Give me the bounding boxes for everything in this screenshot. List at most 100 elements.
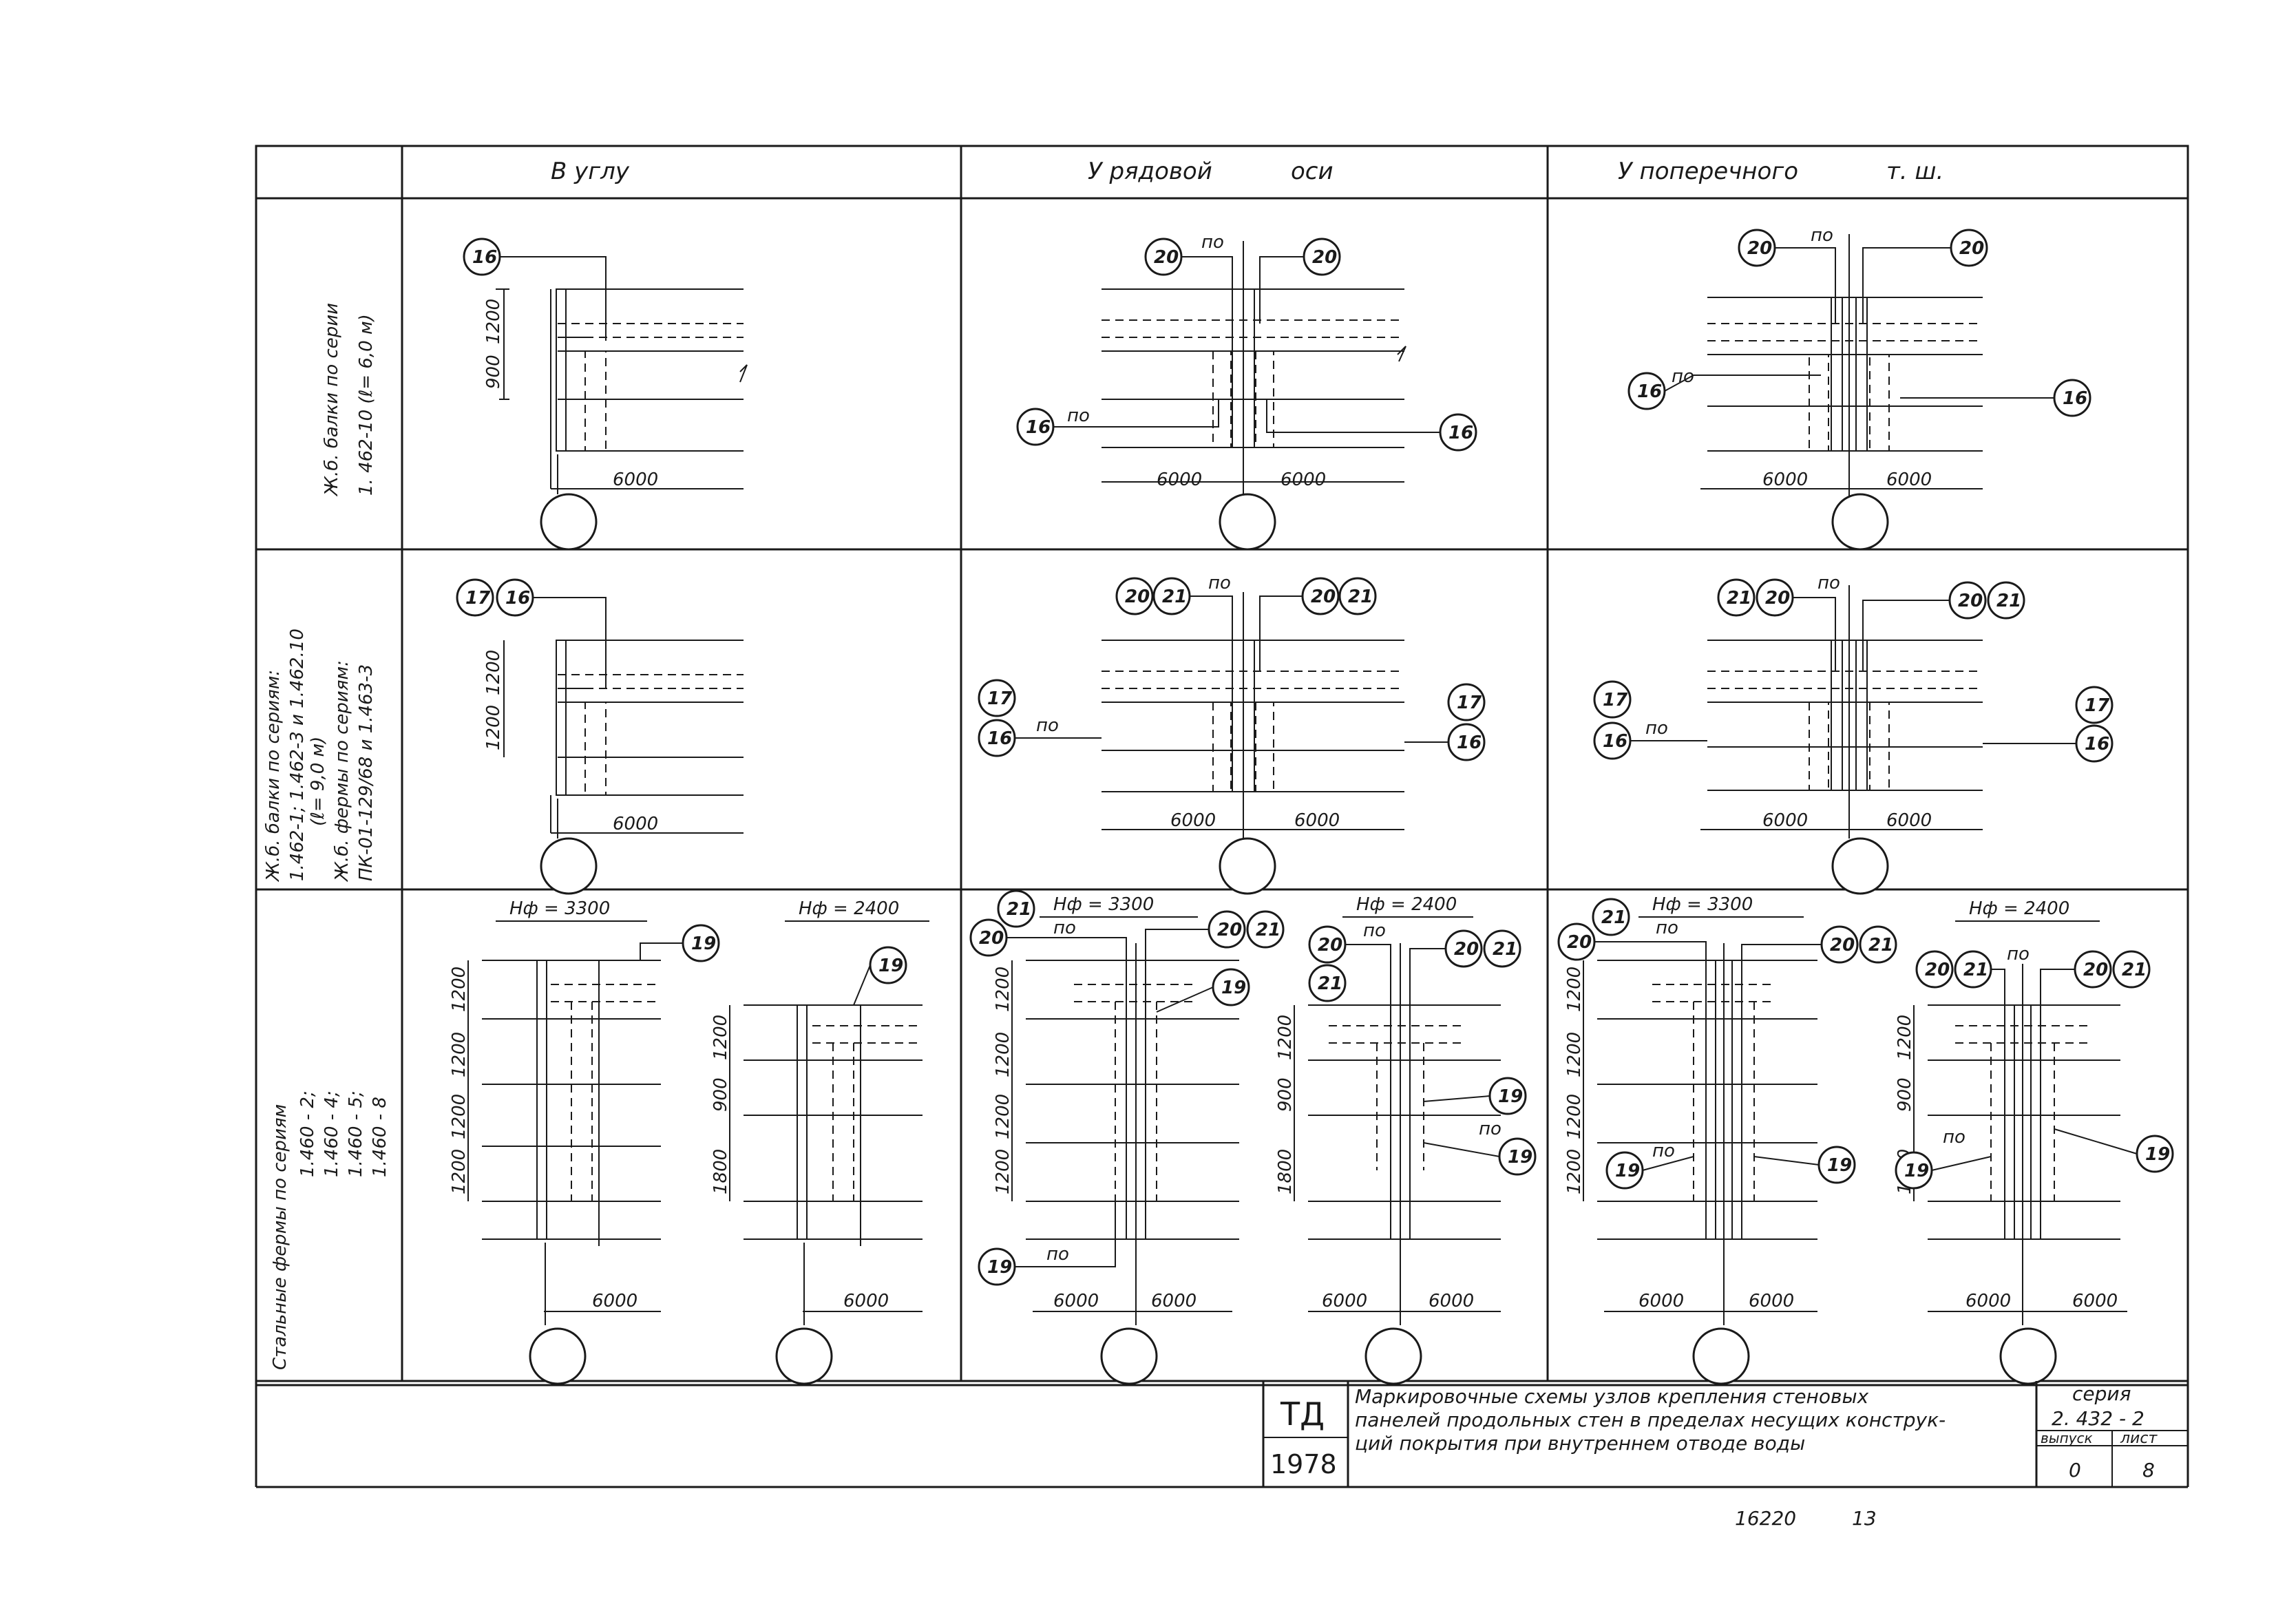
svg-text:16: 16 <box>1637 381 1662 402</box>
svg-text:по: по <box>1672 366 1694 387</box>
svg-text:6000: 6000 <box>1280 470 1326 490</box>
svg-text:1.460 - 5;: 1.460 - 5; <box>346 1090 366 1177</box>
svg-text:20: 20 <box>1958 591 1983 611</box>
svg-text:16: 16 <box>2085 734 2109 755</box>
svg-text:1200: 1200 <box>483 299 504 344</box>
svg-text:16: 16 <box>505 588 530 609</box>
svg-text:6000: 6000 <box>1294 810 1340 831</box>
svg-text:17: 17 <box>2085 695 2110 716</box>
svg-text:17: 17 <box>1457 693 1482 713</box>
svg-text:21: 21 <box>1868 935 1893 956</box>
svg-text:1200: 1200 <box>449 1149 470 1194</box>
svg-text:по: по <box>1053 918 1076 938</box>
header-cross-b: т. ш. <box>1886 158 1943 185</box>
title-line-1: Маркировочные схемы узлов крепления стен… <box>1355 1385 1869 1408</box>
svg-text:1200: 1200 <box>449 1094 470 1139</box>
svg-text:20: 20 <box>1925 960 1950 980</box>
svg-text:1200: 1200 <box>1564 967 1585 1012</box>
svg-text:16: 16 <box>2063 388 2087 409</box>
issue-value: 0 <box>2069 1459 2081 1481</box>
svg-text:Ж.б. балки по серии: Ж.б. балки по серии <box>322 303 342 497</box>
sheet-value: 8 <box>2142 1459 2155 1481</box>
svg-text:19: 19 <box>878 956 903 976</box>
node-r3-cross-2400: Нф = 2400 1200 900 1800 6000 6000 20 21 … <box>1895 898 2174 1385</box>
svg-text:6000: 6000 <box>1886 810 1932 831</box>
svg-text:1200: 1200 <box>993 967 1013 1012</box>
row-label-1: Ж.б. балки по серии 1. 462-10 (ℓ= 6,0 м) <box>322 303 377 497</box>
svg-text:21: 21 <box>1963 960 1988 980</box>
svg-text:ПК-01-129/68 и 1.463-3: ПК-01-129/68 и 1.463-3 <box>356 664 377 881</box>
svg-text:21: 21 <box>1348 587 1373 607</box>
svg-text:Нф = 3300: Нф = 3300 <box>1053 894 1154 915</box>
svg-text:по: по <box>1479 1119 1501 1139</box>
svg-text:19: 19 <box>1615 1161 1640 1181</box>
svg-text:по: по <box>2007 944 2030 964</box>
svg-text:21: 21 <box>1318 973 1342 994</box>
svg-text:16: 16 <box>1457 732 1482 753</box>
svg-text:6000: 6000 <box>843 1291 889 1311</box>
node-r3-row-axis-2400: Нф = 2400 1200 900 1800 6000 6000 20 21 … <box>1275 894 1537 1385</box>
svg-text:6000: 6000 <box>2072 1291 2118 1311</box>
svg-text:1. 462-10 (ℓ= 6,0 м): 1. 462-10 (ℓ= 6,0 м) <box>356 314 377 496</box>
node-r1-cross: 6000 6000 20 по 20 16 по 16 <box>1627 225 2091 551</box>
svg-text:20: 20 <box>1311 587 1336 607</box>
svg-text:1.462-1; 1.462-3 и 1.462.10: 1.462-1; 1.462-3 и 1.462.10 <box>287 629 308 881</box>
svg-text:17: 17 <box>987 688 1013 709</box>
svg-text:по: по <box>1201 232 1224 253</box>
svg-text:6000: 6000 <box>1762 470 1808 490</box>
svg-text:19: 19 <box>1827 1155 1852 1176</box>
svg-text:6000: 6000 <box>1749 1291 1794 1311</box>
svg-text:6000: 6000 <box>1886 470 1932 490</box>
svg-text:по: по <box>1943 1127 1965 1148</box>
svg-text:6000: 6000 <box>1157 470 1202 490</box>
td-mark: ТД <box>1280 1395 1325 1433</box>
svg-text:по: по <box>1046 1244 1069 1265</box>
svg-text:19: 19 <box>1904 1161 1929 1181</box>
svg-text:20: 20 <box>1959 238 1984 259</box>
svg-text:16: 16 <box>987 728 1012 749</box>
header-corner: В углу <box>551 158 630 185</box>
svg-text:1800: 1800 <box>710 1149 731 1194</box>
svg-text:1.460 - 2;: 1.460 - 2; <box>297 1090 318 1177</box>
svg-text:17: 17 <box>465 588 491 609</box>
footer-num: 13 <box>1852 1507 1877 1530</box>
svg-text:6000: 6000 <box>1322 1291 1367 1311</box>
svg-text:20: 20 <box>1125 587 1150 607</box>
series-label: серия <box>2072 1382 2131 1405</box>
svg-text:Нф = 2400: Нф = 2400 <box>799 898 899 919</box>
svg-text:20: 20 <box>1830 935 1855 956</box>
svg-text:20: 20 <box>1154 247 1179 268</box>
svg-text:19: 19 <box>691 934 716 954</box>
svg-text:1200: 1200 <box>1895 1015 1915 1060</box>
svg-text:900: 900 <box>1895 1077 1915 1112</box>
svg-text:по: по <box>1656 918 1678 938</box>
svg-text:по: по <box>1208 573 1231 593</box>
svg-text:20: 20 <box>1747 238 1772 259</box>
header-row-axis-b: оси <box>1291 158 1334 185</box>
svg-text:20: 20 <box>1567 932 1592 953</box>
svg-text:1200: 1200 <box>993 1094 1013 1139</box>
svg-text:20: 20 <box>1454 939 1479 960</box>
node-r1-row-axis: 6000 6000 20 по 20 16 по 16 <box>1016 232 1477 551</box>
svg-text:Ж.б. фермы по сериям:: Ж.б. фермы по сериям: <box>332 660 352 883</box>
series-value: 2. 432 - 2 <box>2052 1407 2144 1430</box>
year: 1978 <box>1270 1449 1337 1479</box>
svg-text:(ℓ= 9,0 м): (ℓ= 9,0 м) <box>308 737 328 826</box>
title-line-3: ций покрытия при внутреннем отводе воды <box>1355 1432 1805 1455</box>
row-label-3: Стальные фермы по сериям 1.460 - 2; 1.46… <box>270 1090 390 1370</box>
svg-text:21: 21 <box>1256 920 1280 940</box>
svg-text:16: 16 <box>1026 417 1051 438</box>
svg-text:20: 20 <box>979 928 1004 949</box>
svg-text:900: 900 <box>1275 1077 1296 1112</box>
svg-text:6000: 6000 <box>613 814 658 834</box>
svg-text:1200: 1200 <box>483 705 504 750</box>
header-cross: У поперечного <box>1618 158 1798 185</box>
svg-text:16: 16 <box>472 247 497 268</box>
svg-text:1200: 1200 <box>449 1032 470 1077</box>
svg-text:6000: 6000 <box>1762 810 1808 831</box>
node-r2-cross: 6000 6000 21 20 по 20 21 17 16 по 17 16 <box>1593 573 2114 895</box>
node-r3-corner-2400: Нф = 2400 1200 900 1800 6000 19 <box>710 898 929 1385</box>
node-r3-cross-3300: Нф = 3300 1200 1200 1200 1200 6000 6000 … <box>1557 894 1897 1385</box>
svg-text:19: 19 <box>1498 1086 1523 1107</box>
